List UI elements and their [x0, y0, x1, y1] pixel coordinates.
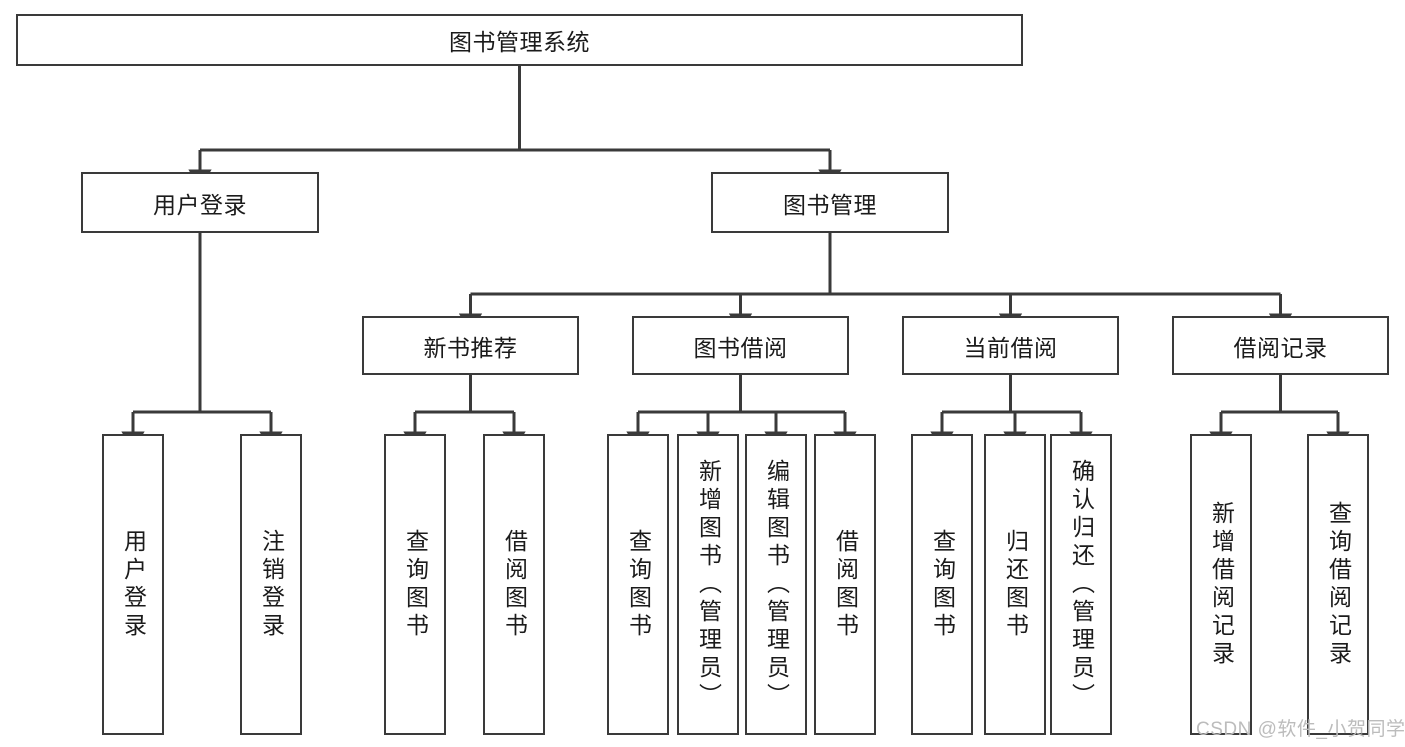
node-current[interactable]: 当前借阅: [902, 316, 1119, 375]
node-leaf13[interactable]: 查询借阅记录: [1307, 434, 1369, 735]
node-leaf9[interactable]: 查询图书: [911, 434, 973, 735]
node-label: 借阅记录: [1233, 334, 1328, 361]
node-login[interactable]: 用户登录: [81, 172, 319, 233]
node-label: 用户登录: [120, 528, 147, 641]
node-label: 归还图书: [1002, 528, 1029, 641]
node-label: 注销登录: [258, 528, 285, 641]
node-borrow[interactable]: 图书借阅: [632, 316, 849, 375]
node-label: 图书管理系统: [449, 29, 590, 55]
node-label: 图书借阅: [693, 334, 788, 361]
node-leaf4[interactable]: 借阅图书: [483, 434, 545, 735]
node-label: 确认归还（管理员）: [1068, 458, 1095, 711]
node-leaf7[interactable]: 编辑图书（管理员）: [745, 434, 807, 735]
node-label: 图书管理: [783, 191, 877, 218]
node-leaf11[interactable]: 确认归还（管理员）: [1050, 434, 1112, 735]
node-label: 新增借阅记录: [1208, 500, 1235, 669]
node-label: 查询图书: [625, 528, 652, 641]
node-label: 新增图书（管理员）: [695, 458, 722, 711]
node-label: 查询借阅记录: [1325, 500, 1352, 669]
node-label: 新书推荐: [423, 334, 518, 361]
node-records[interactable]: 借阅记录: [1172, 316, 1389, 375]
node-label: 查询图书: [402, 528, 429, 641]
node-label: 当前借阅: [963, 334, 1058, 361]
node-leaf2[interactable]: 注销登录: [240, 434, 302, 735]
node-leaf6[interactable]: 新增图书（管理员）: [677, 434, 739, 735]
node-newbook[interactable]: 新书推荐: [362, 316, 579, 375]
node-leaf1[interactable]: 用户登录: [102, 434, 164, 735]
node-label: 借阅图书: [832, 528, 859, 641]
node-label: 查询图书: [929, 528, 956, 641]
node-bookmgr[interactable]: 图书管理: [711, 172, 949, 233]
node-root[interactable]: 图书管理系统: [16, 14, 1023, 66]
node-leaf10[interactable]: 归还图书: [984, 434, 1046, 735]
watermark: CSDN @软件_小贺同学: [1196, 719, 1405, 740]
node-label: 用户登录: [153, 191, 247, 218]
node-label: 编辑图书（管理员）: [763, 458, 790, 711]
node-leaf5[interactable]: 查询图书: [607, 434, 669, 735]
node-leaf12[interactable]: 新增借阅记录: [1190, 434, 1252, 735]
node-label: 借阅图书: [501, 528, 528, 641]
node-leaf8[interactable]: 借阅图书: [814, 434, 876, 735]
node-leaf3[interactable]: 查询图书: [384, 434, 446, 735]
